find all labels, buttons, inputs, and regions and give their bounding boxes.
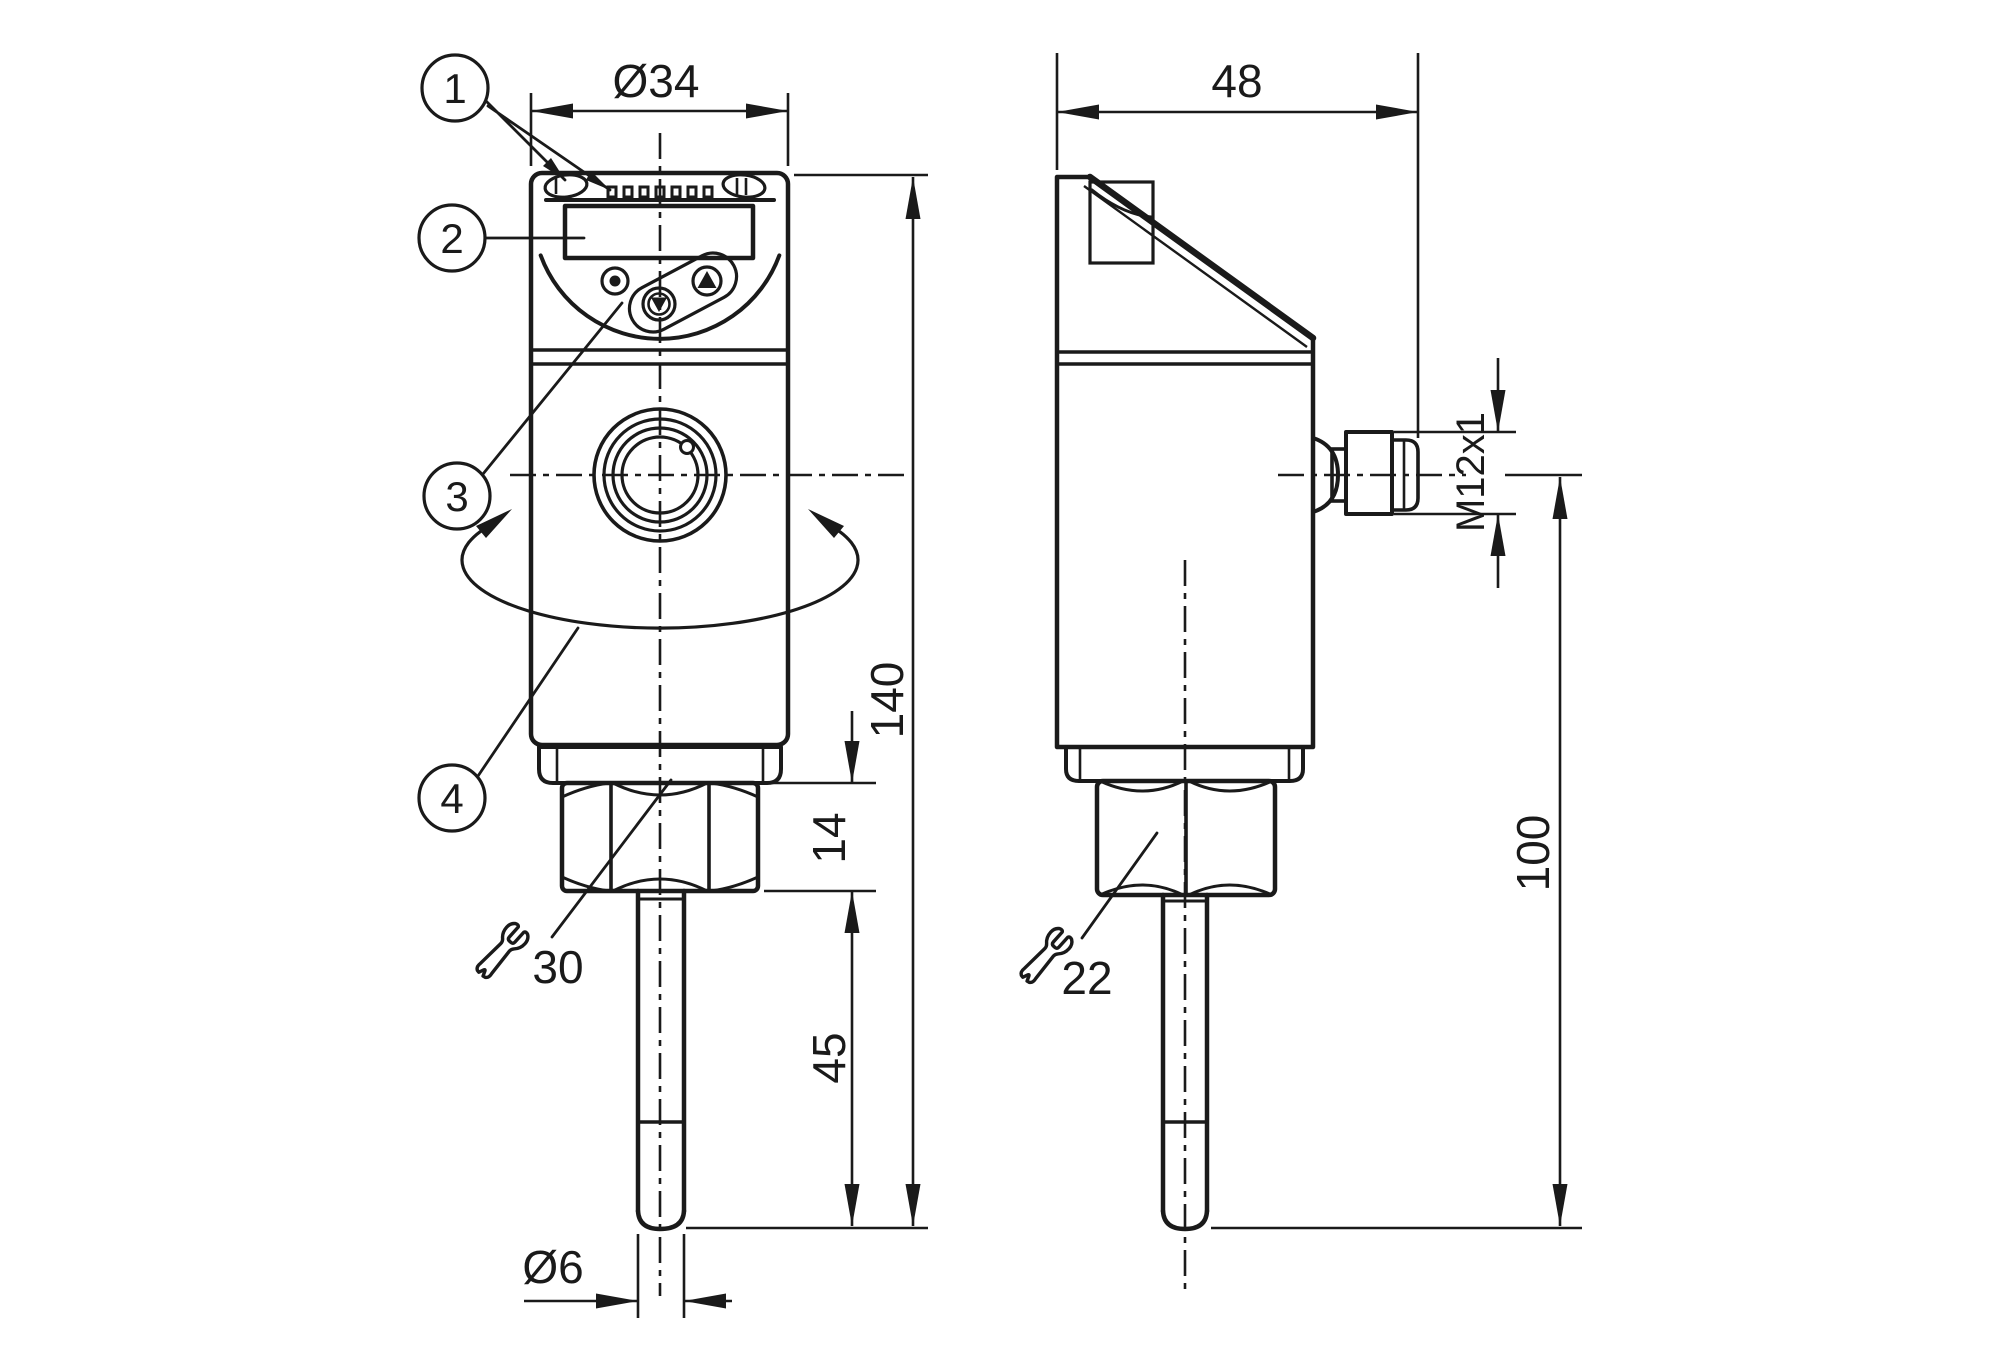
callout-3: 3: [422, 301, 624, 531]
front-view: Ø34 140 14 45 Ø6: [417, 53, 928, 1318]
probe-side: [1160, 892, 1210, 1232]
enter-button-dot: [609, 275, 621, 287]
button-panel: [600, 251, 739, 334]
down-arrow-glyph: [651, 297, 667, 312]
wrench-30-group: 30: [475, 778, 673, 993]
m12-connector-front: [592, 407, 728, 543]
button-capsule: [627, 251, 739, 334]
sloped-display-face: [1086, 173, 1317, 342]
dim-overall-height: 140: [686, 173, 928, 1230]
callout-2-number: 2: [440, 215, 463, 262]
callout-2: 2: [417, 203, 586, 273]
dim-label-head-diameter: Ø34: [613, 55, 700, 107]
callout-1: 1: [420, 53, 612, 192]
display-side-window: [1088, 180, 1155, 265]
callout-4-number: 4: [440, 775, 463, 822]
collar-front-details: [555, 747, 765, 783]
dim-label-install-length: 100: [1507, 815, 1559, 892]
connector-keyway: [679, 439, 695, 455]
dim-label-probe-length: 45: [803, 1032, 855, 1083]
up-arrow-glyph: [697, 271, 717, 288]
down-button-outer: [641, 286, 677, 322]
callout-1-number: 1: [443, 65, 466, 112]
collar-side-details: [1078, 747, 1291, 781]
rotation-arrows-icon: [460, 509, 860, 630]
callout-4: 4: [417, 626, 580, 833]
dim-label-overall-height: 140: [861, 662, 913, 739]
sloped-face-inner-line: [1083, 185, 1308, 348]
enter-button-icon: [600, 266, 630, 296]
front-bezel-arc: [538, 253, 782, 341]
up-button-icon: [691, 265, 723, 297]
dim-label-probe-diameter: Ø6: [522, 1241, 583, 1293]
side-seam-lines: [1055, 350, 1315, 366]
wrench-size-front: 30: [532, 941, 583, 993]
wrench-icon: [475, 921, 530, 980]
side-view: 48 M12x1 100 22: [1019, 53, 1582, 1296]
callout-3-number: 3: [445, 473, 468, 520]
led-indicators-icon: [543, 173, 767, 199]
down-button-inner: [647, 292, 671, 316]
dim-label-connector-thread: M12x1: [1449, 412, 1493, 532]
wrench-22-group: 22: [1019, 831, 1159, 1004]
dim-probe-length: 45: [803, 891, 860, 1226]
dim-head-diameter: Ø34: [529, 55, 790, 166]
m12-connector-side: [1311, 430, 1420, 516]
hex-nut-side: [1094, 778, 1278, 898]
side-housing-outline: [1054, 174, 1316, 750]
wrench-22-leader: [1080, 831, 1159, 940]
dim-label-housing-depth: 48: [1211, 55, 1262, 107]
display-window: [562, 203, 756, 261]
probe-front: [635, 888, 687, 1232]
wrench-size-side: 22: [1061, 952, 1112, 1004]
dim-connector-thread: M12x1: [1394, 358, 1516, 588]
dim-probe-diameter: Ø6: [522, 1234, 732, 1318]
dim-nut-height: 14: [764, 711, 876, 933]
dim-install-length: 100: [1211, 473, 1582, 1230]
wrench-30-leader: [550, 778, 673, 939]
dim-housing-depth: 48: [1055, 53, 1420, 438]
dim-label-nut-height: 14: [803, 812, 855, 863]
wrench-icon: [1019, 926, 1074, 985]
